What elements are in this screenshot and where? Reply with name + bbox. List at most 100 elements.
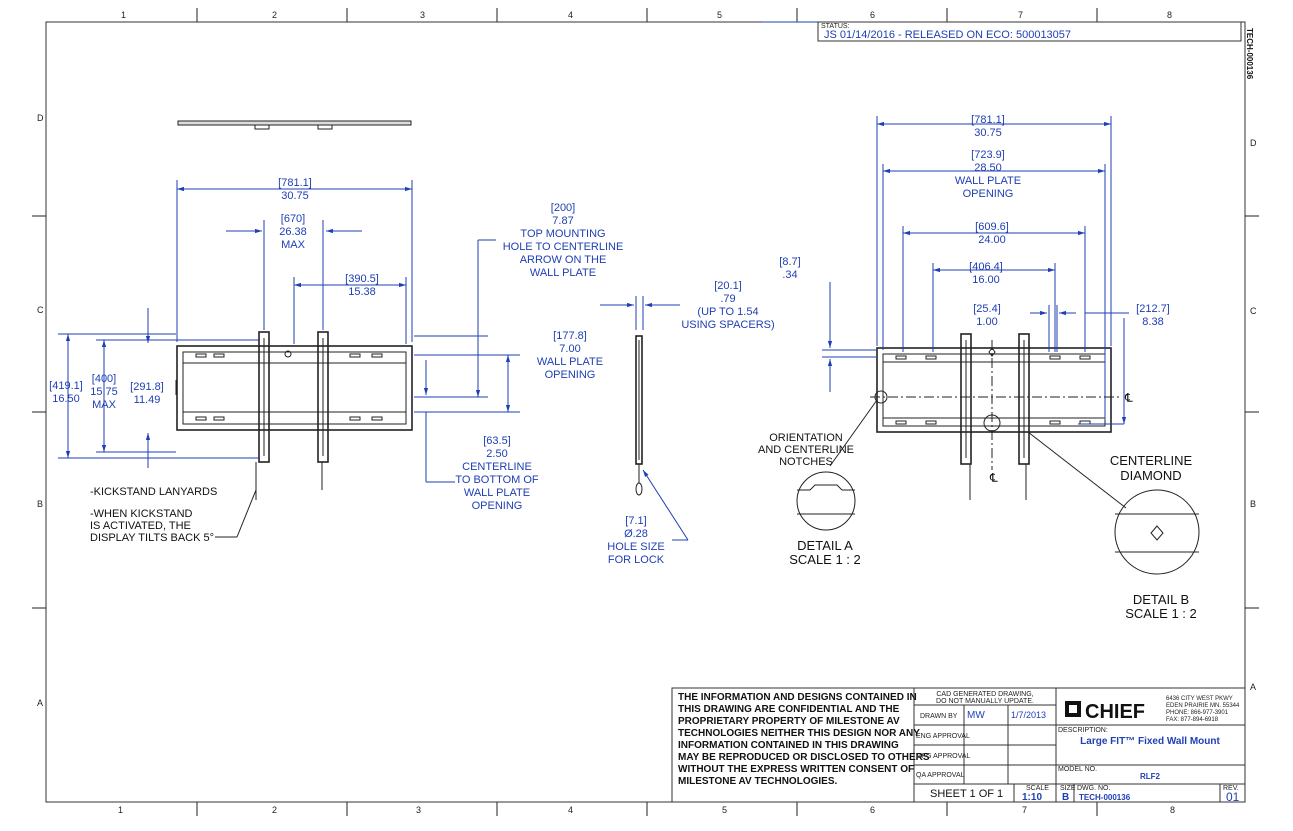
zone-label: A [37,698,43,708]
zone-label: 6 [870,10,875,20]
zone-label: 4 [568,10,573,20]
dim-text: [200] [551,202,575,214]
note-tilt: IS ACTIVATED, THE [90,520,191,532]
zone-label: 7 [1018,10,1023,20]
scale-label: SCALE [1026,785,1049,792]
dim-text: 8.38 [1142,316,1163,328]
drawn-date: 1/7/2013 [1011,710,1046,720]
drawn-by-label: DRAWN BY [920,713,958,720]
notches-label: ORIENTATION [769,432,843,444]
title-block [671,687,1246,803]
drawing-border [32,8,1259,816]
dim-text: 11.49 [134,394,161,406]
zone-label: 7 [1022,805,1027,815]
dim-text: WALL PLATE [464,487,530,499]
dim-text: [8.7] [779,256,800,268]
zone-label: 4 [568,805,573,815]
detail-a-scale: SCALE 1 : 2 [789,552,861,567]
mfg-approval-label: MFG APPROVAL [916,753,970,760]
zone-labels-right: D C B A [1250,138,1257,692]
dim-text: [63.5] [483,435,511,447]
cad-note: DO NOT MANUALLY UPDATE. [936,698,1034,705]
centerline-symbol: ℄ [989,471,998,485]
centerline-symbol: ℄ [1124,391,1133,405]
dwg-no-label: DWG. NO. [1077,785,1110,792]
sheet-label: SHEET 1 OF 1 [930,788,1003,800]
dim-text: 15.75 [90,386,118,398]
dim-text: .79 [720,293,735,305]
zone-label: D [37,113,44,123]
front-view-mount [175,331,413,500]
zone-label: B [1250,499,1256,509]
title-block-text: THE INFORMATION AND DESIGNS CONTAINED IN… [678,691,1240,804]
chief-logo: CHIEF [1085,701,1145,723]
dim-text: (UP TO 1.54 [697,306,758,318]
dim-text: 28.50 [974,162,1002,174]
size-value: B [1062,792,1069,803]
dim-text: OPENING [545,369,596,381]
confidential-text: MAY BE REPRODUCED OR DISCLOSED TO OTHERS [678,752,930,763]
dim-text: [212.7] [1136,303,1170,315]
dim-text: 15.38 [348,286,376,298]
right-view-dimensions [822,116,1129,509]
drawn-by: MW [967,710,985,721]
dim-text: [781.1] [971,114,1005,126]
dim-text: USING SPACERS) [681,319,774,331]
note-kickstand: -KICKSTAND LANYARDS [90,486,217,498]
description-label: DESCRIPTION: [1058,727,1108,734]
dim-text: [390.5] [345,273,379,285]
rev-value: 01 [1226,790,1240,804]
dim-text: HOLE SIZE [607,541,664,553]
status-text: JS 01/14/2016 - RELEASED ON ECO: 5000130… [824,29,1071,41]
zone-label: 8 [1167,10,1172,20]
diamond-label: CENTERLINE [1110,453,1193,468]
right-view-labels: [781.1] 30.75 [723.9] 28.50 WALL PLATE O… [758,114,1197,621]
detail-b [1114,489,1200,575]
dim-text: ARROW ON THE [520,254,607,266]
scale-value: 1:10 [1022,792,1042,803]
dim-text: [406.4] [969,261,1003,273]
dim-text: 2.50 [486,448,507,460]
dim-text: CENTERLINE [462,461,532,473]
zone-label: 1 [121,10,126,20]
zone-label: D [1250,138,1257,148]
rev-label: REV. [1223,785,1239,792]
dim-text: OPENING [963,188,1014,200]
note-tilt: -WHEN KICKSTAND [90,508,193,520]
confidential-text: THIS DRAWING ARE CONFIDENTIAL AND THE [678,704,900,715]
front-view-dimensions [58,180,520,538]
diamond-label: DIAMOND [1120,468,1181,483]
zone-label: 2 [272,805,277,815]
status-box: STATUS: JS 01/14/2016 - RELEASED ON ECO:… [762,21,1242,42]
zone-label: 8 [1170,805,1175,815]
dim-text: HOLE TO CENTERLINE [503,241,624,253]
dim-text: [177.8] [553,330,587,342]
dim-text: [400] [92,373,116,385]
dim-text: TO BOTTOM OF [455,474,539,486]
dim-text: 7.00 [559,343,580,355]
confidential-text: THE INFORMATION AND DESIGNS CONTAINED IN [678,692,917,703]
dim-text: TOP MOUNTING [520,228,605,240]
zone-labels-left: D C B A [37,113,44,708]
confidential-text: PROPRIETARY PROPERTY OF MILESTONE AV [678,716,900,727]
dim-text: [291.8] [130,381,164,393]
confidential-text: TECHNOLOGIES NEITHER THIS DESIGN NOR ANY [678,728,920,739]
zone-label: B [37,499,43,509]
detail-a-label: DETAIL A [797,538,853,553]
dim-text: .34 [782,269,797,281]
notches-label: AND CENTERLINE [758,444,854,456]
zone-label: 3 [416,805,421,815]
address-line: FAX: 877-894-6918 [1166,717,1219,723]
front-view-dim-labels: [781.1] 30.75 [670] 26.38 MAX [390.5] 15… [49,177,623,544]
zone-label: 2 [272,10,277,20]
dim-text: 16.50 [52,393,80,405]
dim-text: WALL PLATE [537,356,603,368]
dim-text: WALL PLATE [955,175,1021,187]
address-line: EDEN PRAIRIE MN. 55344 [1166,703,1240,709]
zone-labels-top: 1 2 3 4 5 6 7 8 [121,10,1172,20]
zone-label: 1 [118,805,123,815]
dim-text: [723.9] [971,149,1005,161]
address-line: 6436 CITY WEST PKWY [1166,696,1233,702]
dim-text: 30.75 [974,127,1002,139]
